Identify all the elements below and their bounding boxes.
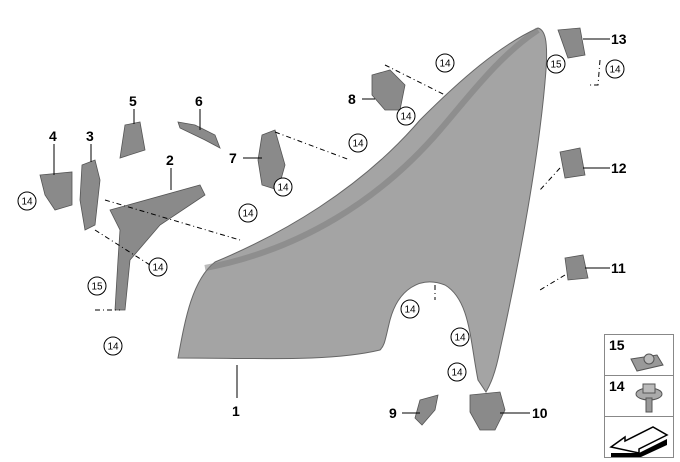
callout-14: 14	[404, 305, 416, 316]
bracket-part-9[interactable]	[414, 394, 439, 426]
callout-14: 14	[609, 65, 621, 76]
callout-14: 14	[21, 197, 33, 208]
legend-item-14: 14	[605, 376, 673, 417]
clip-nut-icon	[630, 353, 664, 372]
callout-circle	[605, 59, 625, 79]
callout-14: 14	[107, 342, 119, 353]
callout-circle	[17, 191, 37, 211]
label-5: 5	[129, 93, 137, 109]
callout-14: 14	[152, 263, 164, 274]
bracket-part-13[interactable]	[557, 27, 586, 59]
bolt-icon	[635, 383, 663, 413]
callout-14: 14	[451, 368, 463, 379]
label-3: 3	[86, 128, 94, 144]
label-9: 9	[389, 405, 397, 421]
callout-circle	[103, 336, 123, 356]
label-12: 12	[611, 160, 627, 176]
callout-15: 15	[91, 282, 103, 293]
label-8: 8	[348, 91, 356, 107]
fender-part-1[interactable]	[177, 27, 548, 393]
callout-circle	[273, 177, 293, 197]
callout-circle	[447, 362, 467, 382]
label-13: 13	[611, 31, 627, 47]
callout-14: 14	[277, 183, 289, 194]
bracket-part-2[interactable]	[109, 184, 206, 311]
callout-circle	[238, 203, 258, 223]
callout-circle	[87, 276, 107, 296]
label-11: 11	[611, 260, 626, 276]
callout-circle	[400, 299, 420, 319]
callout-circle	[435, 53, 455, 73]
callout-circle	[546, 54, 566, 74]
label-6: 6	[195, 93, 203, 109]
label-4: 4	[49, 128, 57, 144]
bracket-part-6[interactable]	[177, 121, 221, 149]
bracket-part-12[interactable]	[559, 147, 586, 179]
bracket-part-5[interactable]	[119, 121, 146, 159]
callout-circle	[450, 327, 470, 347]
callout-14: 14	[242, 209, 254, 220]
bracket-part-8[interactable]	[371, 69, 406, 111]
fastener-legend: 15 14	[604, 334, 674, 458]
bracket-part-3[interactable]	[79, 159, 101, 231]
bracket-part-10[interactable]	[469, 391, 506, 431]
part-numbers: 1 2 3 4 5 6 7 8 9 10 11 12 13	[49, 31, 627, 421]
callout-14: 14	[439, 59, 451, 70]
callout-circle	[148, 257, 168, 277]
label-7: 7	[229, 150, 237, 166]
legend-item-15: 15	[605, 335, 673, 376]
callout-14: 14	[454, 333, 466, 344]
callout-circle	[396, 106, 416, 126]
callout-circle	[348, 133, 368, 153]
label-2: 2	[166, 152, 174, 168]
callout-14: 14	[352, 139, 364, 150]
callout-15: 15	[550, 60, 562, 71]
callout-14: 14	[400, 112, 412, 123]
bracket-part-11[interactable]	[564, 254, 589, 281]
callouts: 14 14 14 14 14 14 14 14 14 14 14 14 15 15	[17, 53, 625, 382]
label-10: 10	[532, 405, 548, 421]
bracket-part-4[interactable]	[39, 171, 73, 211]
arrow-icon	[609, 426, 669, 457]
view-direction-arrow	[605, 417, 673, 457]
leader-lines	[53, 38, 610, 414]
label-1: 1	[232, 403, 240, 419]
